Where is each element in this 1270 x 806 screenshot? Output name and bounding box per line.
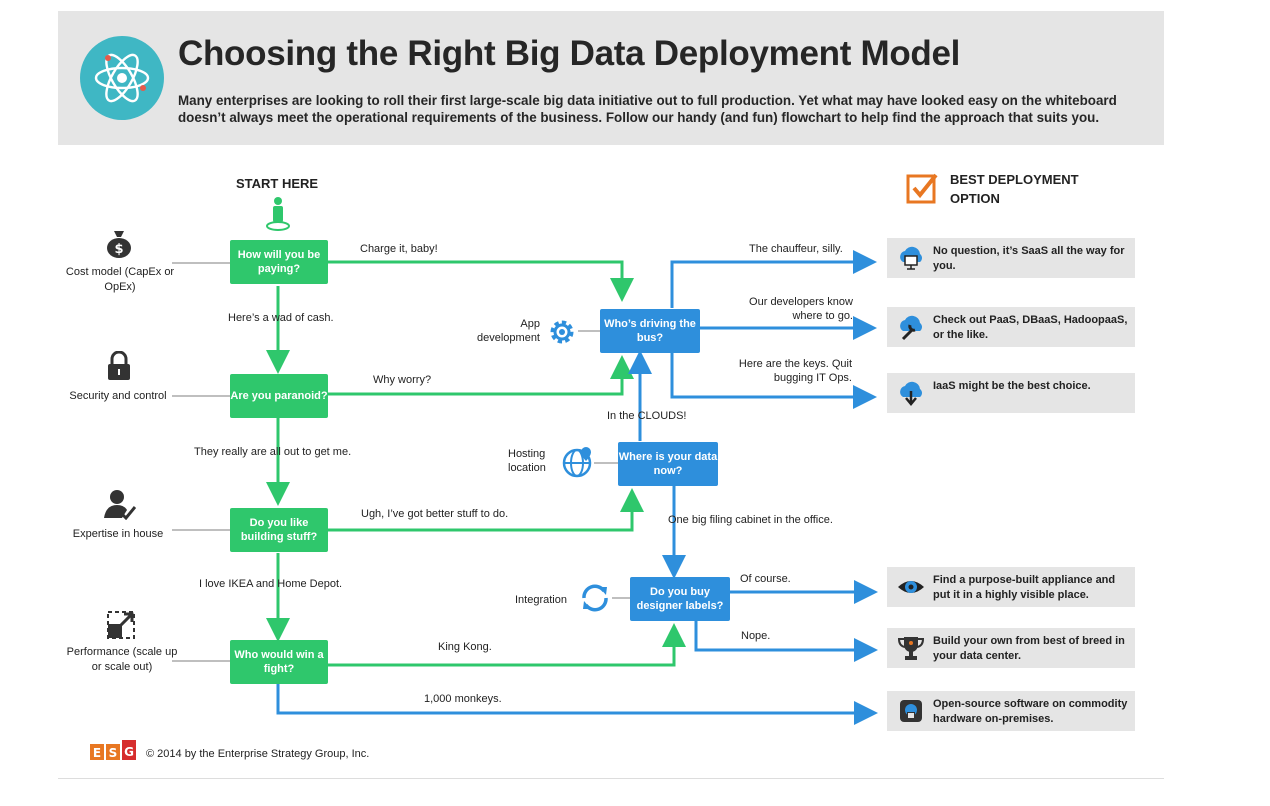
question-fight: Who would win a fight? (230, 640, 328, 684)
category-hosting: Hosting location (508, 448, 546, 474)
footer-divider (58, 778, 1164, 779)
esg-logo: E S G (90, 740, 136, 760)
category-integration: Integration (515, 594, 567, 606)
page-title: Choosing the Right Big Data Deployment M… (178, 34, 961, 73)
svg-text:E: E (93, 746, 101, 760)
option-iaas-text: IaaS might be the best choice. (933, 380, 1091, 392)
question-designer: Do you buy designer labels? (630, 577, 730, 621)
question-paying: How will you be paying? (230, 240, 328, 284)
sync-arrows-icon (582, 584, 608, 612)
checkbox-check-icon (906, 173, 938, 204)
answer-nope: Nope. (741, 630, 771, 642)
best-deployment-label: BEST DEPLOYMENT OPTION (950, 172, 1079, 206)
answer-wad: Here’s a wad of cash. (228, 312, 334, 324)
svg-text:S: S (109, 746, 118, 760)
svg-text:G: G (124, 745, 134, 759)
trophy-icon (897, 637, 925, 660)
answer-keys: Here are the keys. Quit bugging IT Ops. (738, 358, 852, 384)
option-saas-text: No question, it’s SaaS all the way for y… (933, 245, 1125, 272)
category-performance: Performance (scale up or scale out) (66, 646, 178, 673)
money-bag-icon: $ (107, 231, 131, 258)
answer-ugh: Ugh, I’ve got better stuff to do. (361, 508, 509, 520)
cloud-download-icon (900, 381, 922, 406)
answer-developers: Our developers know where to go. (749, 296, 853, 322)
answer-charge: Charge it, baby! (360, 243, 438, 255)
category-cost-model: Cost model (CapEx or OpEx) (65, 266, 175, 293)
answer-why-worry: Why worry? (373, 374, 432, 386)
option-saas: No question, it’s SaaS all the way for y… (887, 238, 1135, 278)
option-appliance: Find a purpose-built appliance and put i… (887, 567, 1135, 607)
option-build: Build your own from best of breed in you… (887, 628, 1135, 668)
svg-text:$: $ (114, 242, 123, 257)
answer-ikea: I love IKEA and Home Depot. (199, 578, 343, 590)
globe-icon (562, 447, 592, 478)
category-app-dev: App development (477, 318, 540, 344)
answer-monkeys: 1,000 monkeys. (424, 693, 502, 705)
padlock-icon (108, 351, 130, 380)
question-paranoid: Are you paranoid? (230, 374, 328, 418)
question-driving: Who’s driving the bus? (600, 309, 700, 353)
option-appliance-text: Find a purpose-built appliance and put i… (933, 574, 1116, 601)
eye-icon (898, 581, 924, 593)
cloud-wrench-icon (900, 315, 922, 341)
answer-filing: One big filing cabinet in the office. (668, 514, 833, 526)
answer-chauffeur: The chauffeur, silly. (749, 243, 843, 255)
atom-logo-icon (80, 36, 164, 120)
option-build-text: Build your own from best of breed in you… (933, 635, 1125, 662)
question-where: Where is your data now? (618, 442, 718, 486)
cloud-monitor-icon (900, 246, 922, 270)
option-opensource-text: Open-source software on commodity hardwa… (933, 698, 1128, 725)
option-opensource: Open-source software on commodity hardwa… (887, 691, 1135, 731)
gear-icon (550, 320, 574, 344)
answer-of-course: Of course. (740, 573, 791, 585)
copyright-text: © 2014 by the Enterprise Strategy Group,… (146, 748, 370, 760)
category-expertise: Expertise in house (72, 528, 164, 540)
answer-king-kong: King Kong. (438, 641, 492, 653)
header-banner (58, 11, 1164, 145)
page-subtitle: Many enterprises are looking to roll the… (178, 93, 1117, 125)
start-here-label: START HERE (236, 176, 319, 191)
option-paas: Check out PaaS, DBaaS, HadoopaaS, or the… (887, 307, 1135, 347)
question-building: Do you like building stuff? (230, 508, 328, 552)
answer-out-to-get: They really are all out to get me. (194, 446, 352, 458)
expert-user-icon (104, 490, 136, 520)
option-iaas: IaaS might be the best choice. (887, 373, 1135, 413)
person-icon (266, 197, 290, 231)
answer-clouds: In the CLOUDS! (607, 410, 687, 422)
server-lock-icon (900, 700, 922, 722)
option-paas-text: Check out PaaS, DBaaS, HadoopaaS, or the… (933, 314, 1128, 341)
scale-arrows-icon (107, 611, 135, 639)
category-security: Security and control (69, 390, 167, 402)
